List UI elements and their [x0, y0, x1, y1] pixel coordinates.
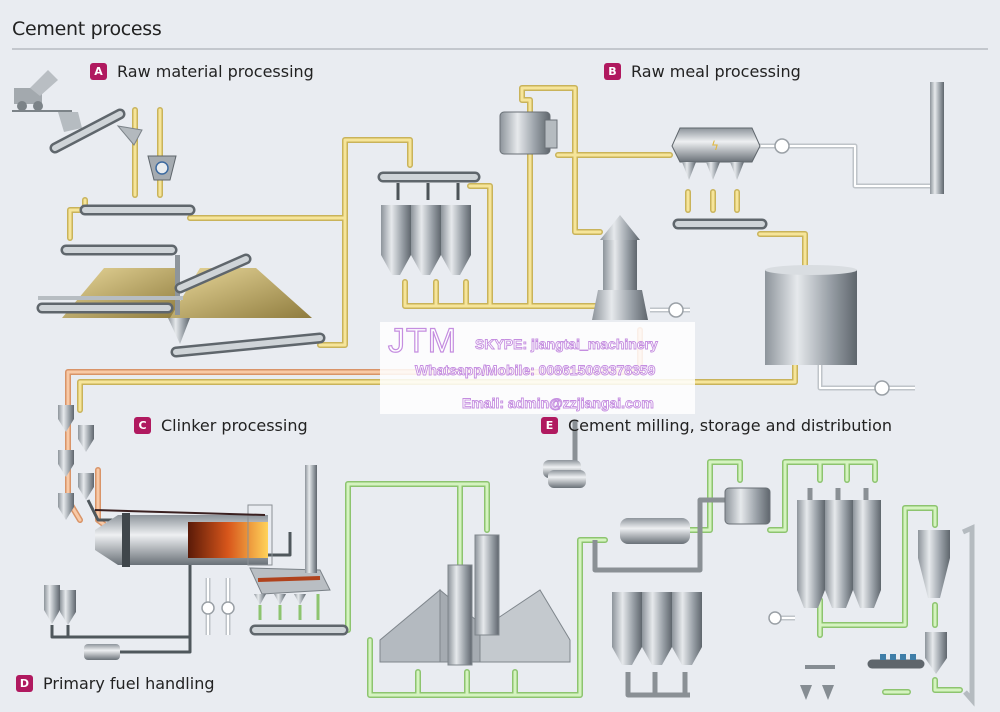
fuel-tank-icon [84, 644, 120, 660]
section-e-cement-milling: E Cement milling, storage and distributi… [541, 416, 892, 435]
section-label: Primary fuel handling [43, 674, 215, 693]
section-label: Raw meal processing [631, 62, 801, 81]
title-divider [12, 48, 988, 50]
raw-mill-icon [592, 215, 648, 320]
truck-loading-icon [800, 665, 835, 700]
section-badge: A [90, 63, 107, 80]
conveyor-belt-icon [49, 108, 126, 154]
bag-conveyor-icon [867, 654, 925, 669]
stack-chimney-icon [930, 82, 944, 194]
section-label: Raw material processing [117, 62, 314, 81]
bucket-elevator-icon [961, 524, 975, 707]
chute-icon [168, 318, 190, 344]
gypsum-tank-icons [543, 460, 586, 488]
stack-chimney-icon [305, 465, 317, 573]
section-label: Clinker processing [161, 416, 308, 435]
watermark-overlay: JTM SKYPE: jiangtai_machinery Whatsapp/M… [380, 321, 695, 414]
section-a-raw-material-processing: A Raw material processing [90, 62, 314, 81]
watermark-whatsapp: Whatsapp/Mobile: 008615093378359 [415, 362, 656, 379]
dump-truck-icon [12, 70, 72, 112]
watermark-email: Email: admin@zzjiangai.com [462, 395, 655, 412]
section-label: Cement milling, storage and distribution [568, 416, 893, 435]
raw-silo-icons [381, 183, 471, 275]
section-badge: E [541, 417, 558, 434]
cement-separator-icon [724, 487, 771, 525]
additive-silo-icons [612, 592, 702, 665]
electrostatic-precipitator-icon: ϟ [671, 127, 761, 180]
watermark-skype: SKYPE: jiangtai_machinery [475, 336, 659, 353]
section-d-primary-fuel-handling: D Primary fuel handling [16, 674, 215, 693]
clinker-cooler-icon [249, 567, 331, 620]
section-badge: D [16, 675, 33, 692]
rotary-kiln-icon [94, 504, 273, 567]
bag-filter-icon [918, 530, 950, 598]
cement-mill-icon [620, 518, 690, 544]
fan-icons [201, 138, 890, 625]
cement-silo-icons [797, 488, 881, 608]
section-badge: B [604, 63, 621, 80]
fuel-silo-icons [44, 585, 76, 625]
watermark-brand: JTM [387, 321, 458, 360]
conveyor-belt-icon [174, 253, 252, 294]
clinker-storage-icon [379, 534, 571, 666]
preheater-tower-icon [58, 405, 94, 520]
page-title: Cement process [12, 18, 162, 40]
conveyor-belt-icon [170, 332, 326, 358]
crusher-hopper-icon [116, 125, 143, 146]
reclaimer-rail-icon [38, 296, 183, 300]
section-c-clinker-processing: C Clinker processing [134, 416, 308, 435]
cyclone-icon [499, 111, 558, 155]
crusher-icon [147, 155, 177, 181]
section-b-raw-meal-processing: B Raw meal processing [604, 62, 801, 81]
cement-flow-lines [327, 459, 963, 698]
hopper-icon [58, 112, 82, 132]
svg-text:ϟ: ϟ [711, 139, 719, 153]
section-badge: C [134, 417, 151, 434]
homogenizing-silo-icon [765, 265, 857, 365]
packer-icon [925, 632, 947, 674]
